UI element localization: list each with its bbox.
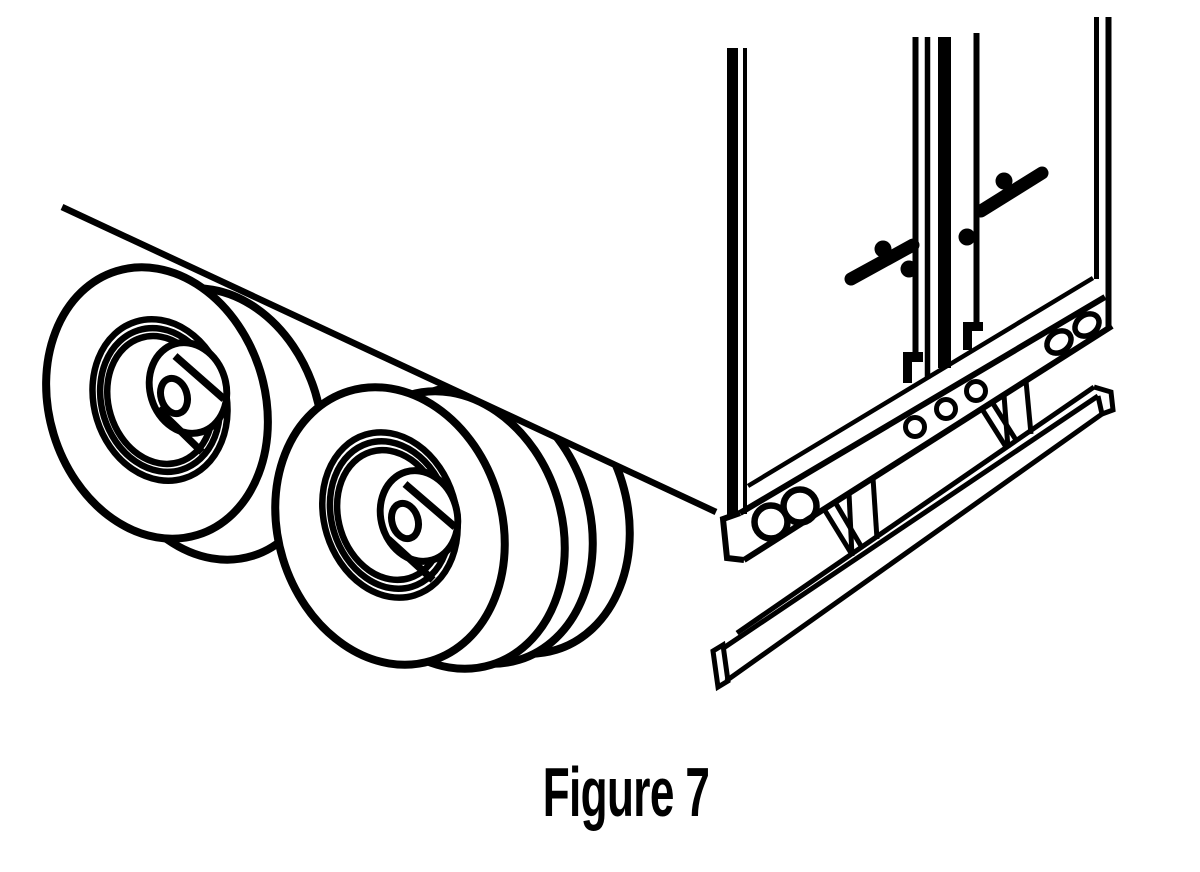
lock-rod-keepers bbox=[903, 322, 983, 383]
figure-caption: Figure 7 bbox=[542, 753, 710, 831]
rear-door-left-corner-post bbox=[727, 48, 747, 517]
door-lock-handles bbox=[844, 166, 1049, 286]
underride-guard-bumper bbox=[710, 384, 1116, 692]
front-dual-wheel bbox=[42, 263, 327, 564]
rear-dual-wheel bbox=[271, 372, 634, 673]
wheel-hub-and-axle bbox=[145, 339, 231, 455]
sill-holes bbox=[903, 379, 988, 439]
rear-door-right-corner-post bbox=[1094, 17, 1112, 329]
bumper-right-end-cap bbox=[1093, 384, 1116, 418]
trailer-side-bottom-edge-line bbox=[60, 204, 718, 515]
floor-line bbox=[746, 276, 1095, 488]
door-lock-rods bbox=[912, 33, 980, 379]
bumper-left-end-cap bbox=[710, 640, 731, 692]
left-tail-light-pair bbox=[751, 486, 820, 542]
gusset-braces bbox=[821, 400, 1019, 555]
right-tail-light-pair bbox=[1044, 311, 1102, 356]
wheel-hub-and-axle bbox=[376, 467, 462, 583]
trailer-rear-frame bbox=[710, 17, 1116, 692]
